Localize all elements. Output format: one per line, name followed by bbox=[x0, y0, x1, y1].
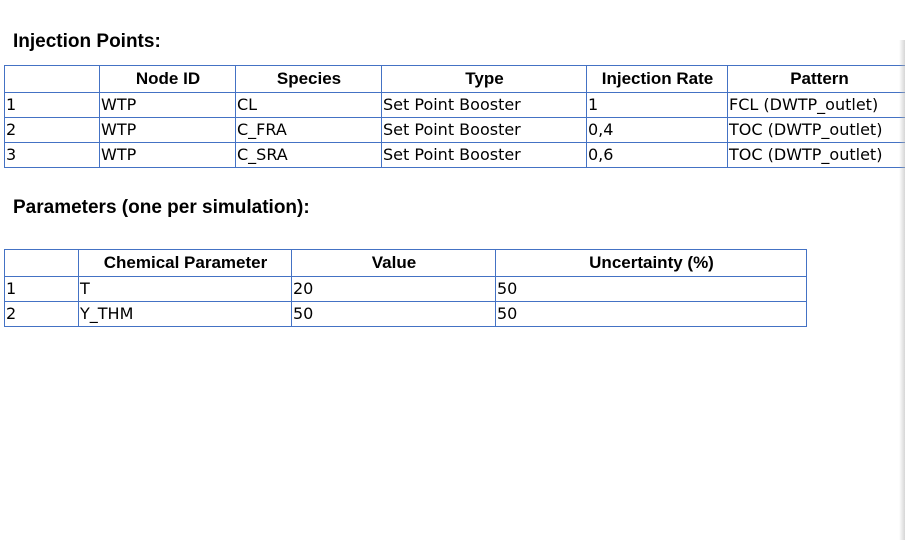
table-cell[interactable]: Set Point Booster bbox=[381, 92, 587, 118]
header-node-id: Node ID bbox=[99, 65, 236, 93]
table-cell[interactable]: 50 bbox=[291, 301, 496, 327]
table-cell[interactable]: 1 bbox=[4, 276, 79, 302]
table-cell[interactable]: T bbox=[78, 276, 292, 302]
table-row: 2 WTP C_FRA Set Point Booster 0,4 TOC (D… bbox=[4, 117, 905, 143]
table-header-row: Node ID Species Type Injection Rate Patt… bbox=[4, 65, 905, 93]
table-header-row: Chemical Parameter Value Uncertainty (%) bbox=[4, 249, 807, 277]
table-cell[interactable]: C_FRA bbox=[235, 117, 382, 143]
parameters-table: Chemical Parameter Value Uncertainty (%)… bbox=[4, 249, 807, 327]
table-row: 1 WTP CL Set Point Booster 1 FCL (DWTP_o… bbox=[4, 92, 905, 118]
table-cell[interactable]: C_SRA bbox=[235, 142, 382, 168]
table-cell[interactable]: 2 bbox=[4, 117, 100, 143]
table-cell[interactable]: 20 bbox=[291, 276, 496, 302]
table-cell[interactable]: WTP bbox=[99, 92, 236, 118]
table-cell[interactable]: 1 bbox=[586, 92, 728, 118]
table-cell[interactable]: FCL (DWTP_outlet) bbox=[727, 92, 905, 118]
table-cell[interactable]: CL bbox=[235, 92, 382, 118]
header-injection-rate: Injection Rate bbox=[586, 65, 728, 93]
header-chemical-parameter: Chemical Parameter bbox=[78, 249, 292, 277]
parameters-title: Parameters (one per simulation): bbox=[13, 197, 310, 218]
table-row: 3 WTP C_SRA Set Point Booster 0,6 TOC (D… bbox=[4, 142, 905, 168]
table-cell[interactable]: 3 bbox=[4, 142, 100, 168]
table-cell[interactable]: Set Point Booster bbox=[381, 117, 587, 143]
header-index bbox=[4, 249, 79, 277]
header-type: Type bbox=[381, 65, 587, 93]
page-edge-shadow bbox=[899, 40, 905, 540]
table-cell[interactable]: 50 bbox=[495, 276, 807, 302]
table-row: 2 Y_THM 50 50 bbox=[4, 301, 807, 327]
injection-points-title: Injection Points: bbox=[13, 31, 161, 52]
table-cell[interactable]: WTP bbox=[99, 117, 236, 143]
table-cell[interactable]: 2 bbox=[4, 301, 79, 327]
table-cell[interactable]: Y_THM bbox=[78, 301, 292, 327]
table-cell[interactable]: WTP bbox=[99, 142, 236, 168]
table-cell[interactable]: 0,4 bbox=[586, 117, 728, 143]
header-uncertainty: Uncertainty (%) bbox=[495, 249, 807, 277]
table-cell[interactable]: 1 bbox=[4, 92, 100, 118]
header-index bbox=[4, 65, 100, 93]
table-cell[interactable]: 50 bbox=[495, 301, 807, 327]
injection-points-table: Node ID Species Type Injection Rate Patt… bbox=[4, 65, 905, 168]
header-pattern: Pattern bbox=[727, 65, 905, 93]
table-cell[interactable]: TOC (DWTP_outlet) bbox=[727, 142, 905, 168]
header-value: Value bbox=[291, 249, 496, 277]
table-cell[interactable]: TOC (DWTP_outlet) bbox=[727, 117, 905, 143]
table-row: 1 T 20 50 bbox=[4, 276, 807, 302]
table-cell[interactable]: Set Point Booster bbox=[381, 142, 587, 168]
header-species: Species bbox=[235, 65, 382, 93]
table-cell[interactable]: 0,6 bbox=[586, 142, 728, 168]
